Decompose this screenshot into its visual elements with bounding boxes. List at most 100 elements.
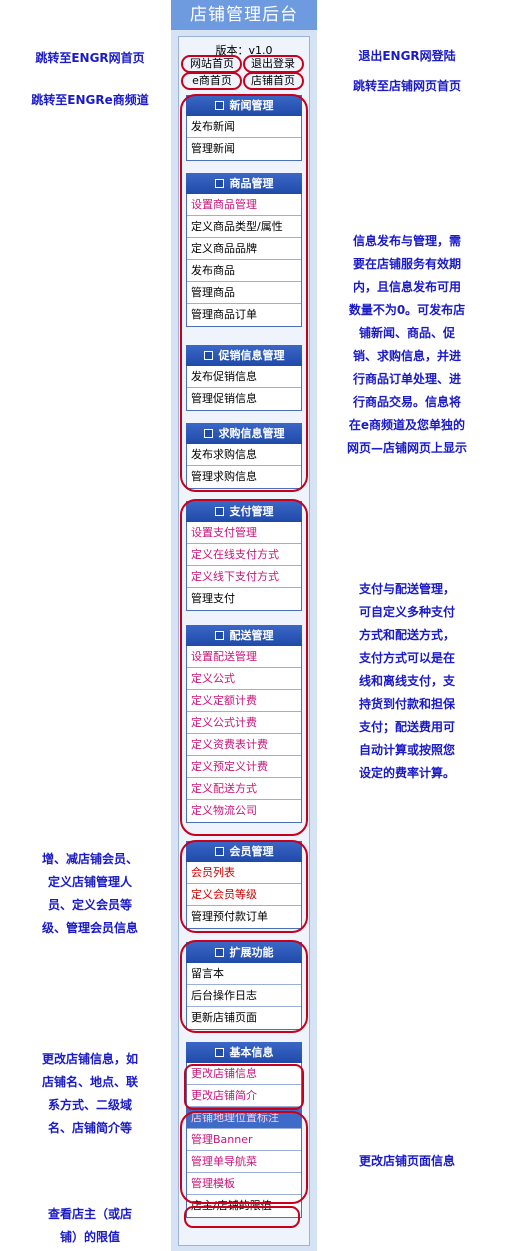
menu-item-publish-wanted[interactable]: 发布求购信息 (187, 444, 301, 466)
note-line: 数量不为0。可发布店 (348, 303, 466, 317)
menu-header-wanted[interactable]: 求购信息管理 (186, 423, 302, 444)
note-line: 持货到付款和担保 (358, 697, 455, 711)
note-shop-info: 更改店铺信息，如 店铺名、地点、联 系方式、二级域 名、店铺简介等 (20, 1048, 160, 1140)
menu-title: 会员管理 (229, 845, 274, 858)
menu-item-edit-shop-info[interactable]: 更改店铺信息 (187, 1063, 301, 1085)
menu-title: 促销信息管理 (218, 349, 285, 362)
menu-list-goods: 设置商品管理 定义商品类型/属性 定义商品品牌 发布商品 管理商品 管理商品订单 (186, 194, 302, 327)
menu-item-admin-log[interactable]: 后台操作日志 (187, 985, 301, 1007)
site-home-link[interactable]: 网站首页 (190, 57, 234, 70)
menu-item-publish-promo[interactable]: 发布促销信息 (187, 366, 301, 388)
menu-item-online-pay[interactable]: 定义在线支付方式 (187, 544, 301, 566)
menu-list-wanted: 发布求购信息 管理求购信息 (186, 444, 302, 489)
note-line: 增、减店铺会员、 (41, 852, 138, 866)
menu-title: 扩展功能 (229, 946, 274, 959)
menu-header-pay[interactable]: 支付管理 (186, 501, 302, 522)
version-label: 版本：v1.0 (215, 44, 273, 57)
menu-item-owner-limits[interactable]: 店主/店铺的限值 (191, 1199, 272, 1212)
ecom-home-link[interactable]: e商首页 (192, 74, 232, 87)
note-line: 线和离线支付，支 (358, 674, 455, 688)
logout-link[interactable]: 退出登录 (251, 57, 295, 70)
shop-home-link[interactable]: 店铺首页 (251, 74, 295, 87)
menu-item-update-shop-page[interactable]: 更新店铺页面 (191, 1011, 257, 1024)
note-line: 销、求购信息，并进 (352, 349, 461, 363)
note-jump-ecom: 跳转至ENGRe商频道 (31, 93, 149, 107)
note-line: 名、店铺简介等 (47, 1121, 132, 1135)
note-line: 查看店主（或店 (47, 1207, 132, 1221)
note-jump-engr: 跳转至ENGR网首页 (35, 51, 145, 65)
note-line: 店铺名、地点、联 (41, 1075, 138, 1089)
menu-item-fixed-fee[interactable]: 定义定额计费 (187, 690, 301, 712)
menu-title: 商品管理 (229, 177, 274, 190)
collapse-icon (214, 178, 224, 188)
menu-item-delivery-settings[interactable]: 设置配送管理 (187, 646, 301, 668)
collapse-icon (214, 506, 224, 516)
menu-item-prepay-orders[interactable]: 管理预付款订单 (191, 910, 268, 923)
menu-header-news[interactable]: 新闻管理 (186, 95, 302, 116)
note-line: 设定的费率计算。 (358, 766, 455, 780)
menu-list-basic-info: 更改店铺信息 更改店铺简介 店铺地理位置标注 管理Banner 管理单导航菜 管… (186, 1063, 302, 1218)
collapse-icon (214, 846, 224, 856)
menu-item-manage-banner[interactable]: 管理Banner (187, 1129, 301, 1151)
menu-item-formula-fee[interactable]: 定义公式计费 (187, 712, 301, 734)
menu-item-member-level[interactable]: 定义会员等级 (187, 884, 301, 906)
menu-item-goods-settings[interactable]: 设置商品管理 (187, 194, 301, 216)
menu-item-manage-template[interactable]: 管理模板 (187, 1173, 301, 1195)
note-line: 定义店铺管理人 (47, 875, 132, 889)
note-line: 在e商频道及您单独的 (348, 418, 466, 432)
menu-item-shop-location[interactable]: 店铺地理位置标注 (187, 1107, 301, 1129)
menu-item-pay-settings[interactable]: 设置支付管理 (187, 522, 301, 544)
note-line: 支付；配送费用可 (358, 720, 455, 734)
menu-list-member: 会员列表 定义会员等级 管理预付款订单 (186, 862, 302, 929)
menu-list-extensions: 留言本 后台操作日志 更新店铺页面 (186, 963, 302, 1030)
menu-item-rate-table[interactable]: 定义资费表计费 (187, 734, 301, 756)
menu-header-extensions[interactable]: 扩展功能 (186, 942, 302, 963)
menu-item-guestbook[interactable]: 留言本 (187, 963, 301, 985)
note-line: 自动计算或按照您 (358, 743, 455, 757)
menu-item-manage-wanted[interactable]: 管理求购信息 (191, 470, 257, 483)
note-line: 支付方式可以是在 (358, 651, 455, 665)
note-line: 信息发布与管理，需 (352, 234, 461, 248)
menu-item-manage-promo[interactable]: 管理促销信息 (191, 392, 257, 405)
menu-header-member[interactable]: 会员管理 (186, 841, 302, 862)
app-title: 店铺管理后台 (171, 0, 317, 30)
menu-header-basic-info[interactable]: 基本信息 (186, 1042, 302, 1063)
menu-item-edit-shop-intro[interactable]: 更改店铺简介 (187, 1085, 301, 1107)
collapse-icon (214, 947, 224, 957)
menu-item-goods-type[interactable]: 定义商品类型/属性 (187, 216, 301, 238)
menu-item-manage-goods[interactable]: 管理商品 (187, 282, 301, 304)
menu-item-formula[interactable]: 定义公式 (187, 668, 301, 690)
menu-item-publish-goods[interactable]: 发布商品 (187, 260, 301, 282)
menu-item-offline-pay[interactable]: 定义线下支付方式 (187, 566, 301, 588)
note-info-publish: 信息发布与管理，需 要在店铺服务有效期 内，且信息发布可用 数量不为0。可发布店… (322, 230, 492, 460)
menu-item-manage-nav-menu[interactable]: 管理单导航菜 (187, 1151, 301, 1173)
menu-item-logistics-company[interactable]: 定义物流公司 (191, 804, 257, 817)
note-line: 网页—店铺网页上显示 (346, 441, 467, 455)
note-logout-engr: 退出ENGR网登陆 (358, 49, 456, 63)
menu-item-goods-orders[interactable]: 管理商品订单 (191, 308, 257, 321)
note-line: 铺新闻、商品、促 (358, 326, 455, 340)
menu-list-promo: 发布促销信息 管理促销信息 (186, 366, 302, 411)
note-line: 支付与配送管理， (358, 582, 455, 596)
menu-item-goods-brand[interactable]: 定义商品品牌 (187, 238, 301, 260)
menu-header-delivery[interactable]: 配送管理 (186, 625, 302, 646)
note-line: 行商品交易。信息将 (352, 395, 461, 409)
menu-item-member-list[interactable]: 会员列表 (187, 862, 301, 884)
menu-list-delivery: 设置配送管理 定义公式 定义定额计费 定义公式计费 定义资费表计费 定义预定义计… (186, 646, 302, 823)
menu-item-manage-pay[interactable]: 管理支付 (191, 592, 235, 605)
note-line: 铺）的限值 (59, 1230, 120, 1244)
note-line: 员、定义会员等 (47, 898, 132, 912)
menu-header-promo[interactable]: 促销信息管理 (186, 345, 302, 366)
note-pay-delivery: 支付与配送管理， 可自定义多种支付 方式和配送方式， 支付方式可以是在 线和离线… (322, 578, 492, 785)
note-line: 方式和配送方式， (358, 628, 455, 642)
menu-item-publish-news[interactable]: 发布新闻 (187, 116, 301, 138)
menu-header-goods[interactable]: 商品管理 (186, 173, 302, 194)
menu-list-news: 发布新闻 管理新闻 (186, 116, 302, 161)
note-line: 更改店铺信息，如 (41, 1052, 138, 1066)
collapse-icon (203, 350, 213, 360)
menu-item-delivery-method[interactable]: 定义配送方式 (187, 778, 301, 800)
menu-item-manage-news[interactable]: 管理新闻 (191, 142, 235, 155)
collapse-icon (214, 1047, 224, 1057)
collapse-icon (203, 428, 213, 438)
menu-item-predefined-fee[interactable]: 定义预定义计费 (187, 756, 301, 778)
